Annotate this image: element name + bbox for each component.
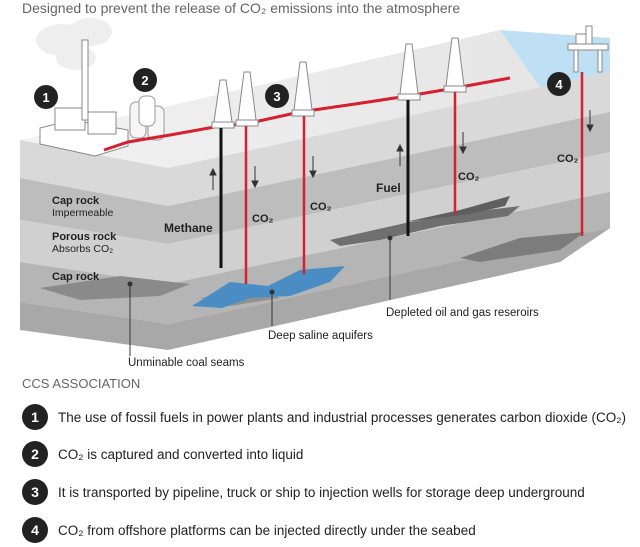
svg-text:4: 4 [555, 77, 563, 92]
marker-3: 3 [265, 84, 289, 108]
label-co2: CO₂ [310, 201, 332, 213]
step-text: CO₂ is captured and converted into liqui… [58, 446, 304, 462]
source-credit: CCS ASSOCIATION [22, 376, 141, 391]
layer-top-soil [20, 72, 610, 206]
step-number: 1 [22, 404, 48, 430]
label-porous-rock: Porous rock [52, 231, 117, 243]
callout-leaders [127, 235, 393, 356]
marker-2: 2 [133, 68, 157, 92]
co2-pipeline [103, 76, 511, 152]
svg-text:3: 3 [273, 89, 280, 104]
ground-surface [20, 30, 610, 168]
step-number: 2 [22, 441, 48, 467]
drilling-rig [211, 79, 235, 129]
label-impermeable: Impermeable [52, 207, 113, 219]
offshore-platform [567, 25, 609, 73]
power-plant [39, 39, 129, 157]
label-cap-rock-lower: Cap rock [52, 271, 100, 283]
coal-seam [40, 276, 190, 300]
drilling-rig [291, 61, 315, 117]
marker-1: 1 [34, 85, 58, 109]
layer-porous-rock [20, 152, 610, 284]
label-co2: CO₂ [458, 171, 480, 183]
step-text: CO₂ from offshore platforms can be injec… [58, 522, 476, 538]
label-cap-rock-upper: Cap rock [52, 195, 100, 207]
smoke-cloud [36, 18, 112, 70]
flow-arrows [209, 110, 594, 190]
label-co2: CO₂ [252, 213, 274, 225]
layer-bottom [20, 228, 610, 350]
label-coal-seams: Unminable coal seams [128, 357, 245, 369]
label-fuel: Fuel [376, 181, 401, 195]
svg-text:1: 1 [42, 90, 49, 105]
depleted-reservoir [405, 196, 510, 222]
svg-text:2: 2 [141, 73, 148, 88]
step-number: 4 [22, 517, 48, 543]
coal-seam [460, 232, 585, 262]
label-depleted-reservoirs: Depleted oil and gas reseroirs [386, 307, 539, 319]
figure-title: Designed to prevent the release of CO₂ e… [22, 0, 461, 16]
step-number: 3 [22, 479, 48, 505]
label-methane: Methane [164, 221, 213, 235]
ccs-diagram: 1 2 3 4 Cap rock Impermeable Porous rock… [20, 18, 610, 369]
label-saline-aquifers: Deep saline aquifers [268, 330, 373, 342]
drilling-rig [235, 71, 259, 127]
step-2: 2 CO₂ is captured and converted into liq… [22, 441, 303, 467]
capture-tanks [129, 95, 165, 141]
step-3: 3 It is transported by pipeline, truck o… [22, 479, 585, 505]
depleted-reservoir [330, 206, 520, 246]
marker-4: 4 [547, 72, 571, 96]
step-1: 1 The use of fossil fuels in power plant… [22, 404, 626, 430]
label-absorbs-co2: Absorbs CO₂ [52, 243, 113, 255]
step-text: It is transported by pipeline, truck or … [58, 484, 585, 500]
drilling-rig [443, 37, 467, 93]
label-co2: CO₂ [557, 153, 579, 165]
step-text: The use of fossil fuels in power plants … [58, 409, 627, 425]
step-4: 4 CO₂ from offshore platforms can be inj… [22, 517, 476, 543]
saline-aquifer [192, 266, 345, 308]
